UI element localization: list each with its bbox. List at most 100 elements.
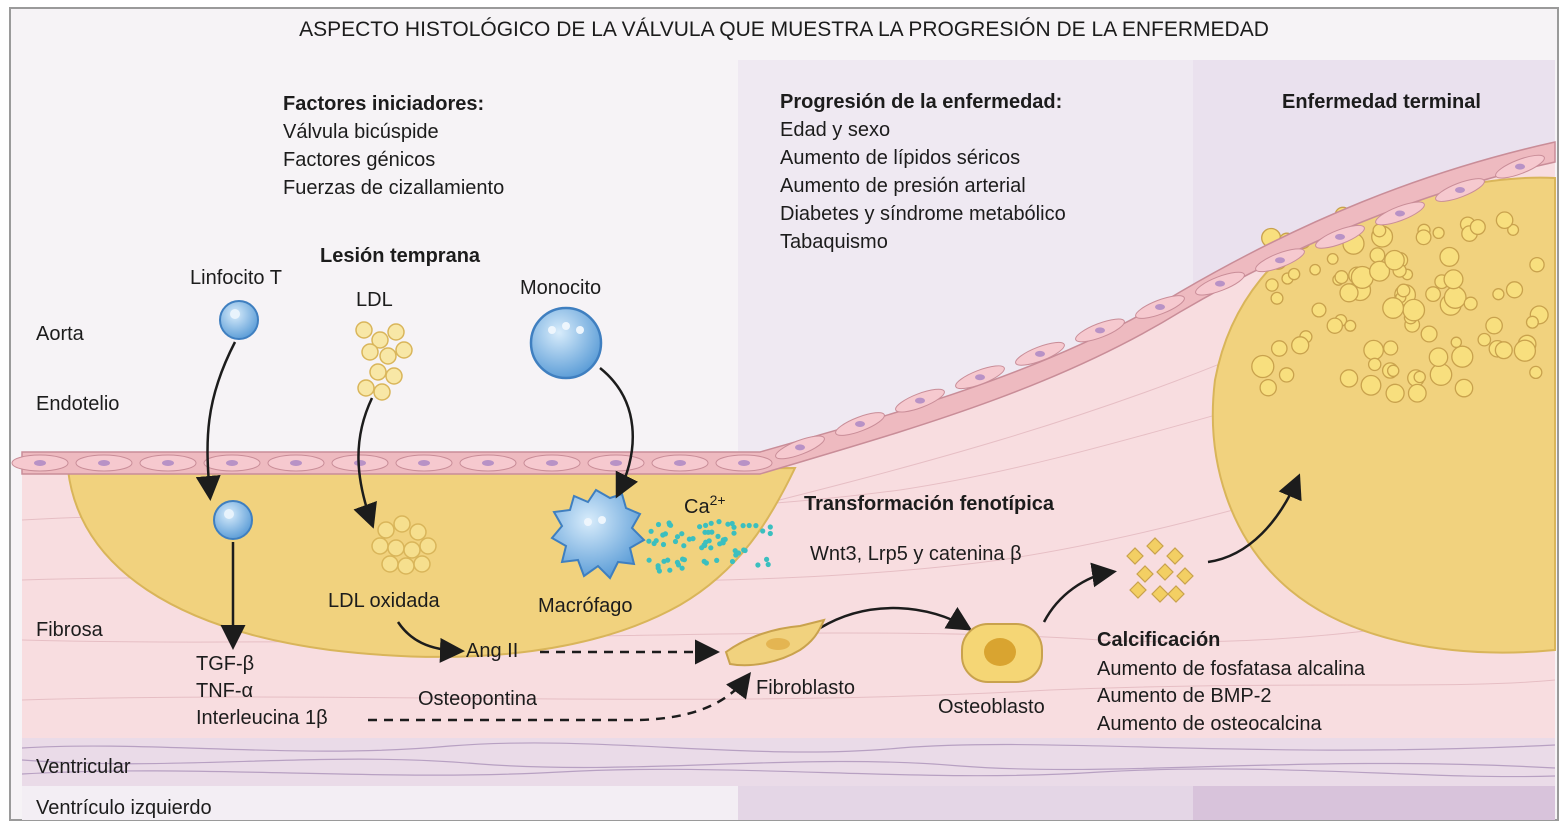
calcium-nodule	[1344, 319, 1357, 332]
oxidized-ldl-label: LDL oxidada	[328, 590, 440, 612]
oxidized-ldl-particle	[371, 537, 389, 555]
calcium-ion	[672, 538, 679, 545]
calcium-nodule	[1383, 340, 1399, 356]
endothelial-nucleus	[610, 460, 622, 466]
calcium-ion	[716, 519, 722, 525]
calcium-ion	[674, 534, 681, 540]
calcium-nodule	[1385, 383, 1405, 403]
ldl-particle	[379, 347, 397, 365]
calcium-ion	[679, 565, 685, 571]
calcium-ion	[753, 523, 759, 529]
calcium-ion	[653, 538, 659, 544]
endothelial-nucleus	[795, 444, 805, 451]
calcification-item: Aumento de fosfatasa alcalina	[1097, 658, 1366, 680]
ldl-particle	[385, 367, 403, 385]
calcium-crystal	[1167, 585, 1185, 603]
ldl-particles	[355, 321, 413, 401]
monocyte-granule	[548, 326, 556, 334]
arrow-ldl-oxidation	[353, 397, 377, 529]
oxidized-ldl-particle	[413, 555, 431, 573]
calcium-nodule	[1265, 278, 1279, 292]
tcell-label: Linfocito T	[190, 267, 282, 289]
ldl-label: LDL	[356, 289, 393, 311]
ventricle-region-right	[1193, 786, 1555, 820]
calcium-nodule	[1382, 297, 1405, 319]
calcium-ion	[706, 538, 712, 544]
calcium-nodule	[1513, 339, 1537, 362]
calcium-nodule	[1407, 383, 1427, 403]
progression-item: Tabaquismo	[780, 231, 888, 253]
calcium-nodule	[1287, 267, 1301, 281]
oxidized-ldl-particle	[381, 555, 399, 573]
oxidized-ldl-particle	[387, 539, 405, 557]
endothelial-nucleus	[1155, 304, 1165, 311]
calcium-ion	[661, 558, 667, 564]
arrow-fibroblast-osteoblast	[819, 606, 973, 631]
endothelial-nucleus	[546, 460, 558, 466]
calcium-nodule	[1429, 363, 1453, 386]
calcium-nodule	[1451, 345, 1474, 368]
calcium-crystal	[1136, 565, 1154, 583]
calcium-ion	[703, 560, 710, 566]
macrophage-granule	[584, 518, 592, 526]
macrophage-label: Macrófago	[538, 595, 633, 617]
calcium-nodule	[1428, 347, 1449, 368]
calcium-ion	[646, 538, 652, 544]
tcell-blood	[219, 300, 259, 340]
calcium-ion	[715, 533, 721, 540]
ldl-particle	[361, 343, 379, 361]
ldl-particle	[369, 363, 387, 381]
endothelial-nucleus	[1455, 187, 1465, 194]
calcium-nodule	[1396, 283, 1411, 298]
label-aorta: Aorta	[36, 323, 85, 345]
calcium-nodule	[1367, 357, 1382, 372]
calcium-crystal	[1176, 567, 1194, 585]
ventricle-region-mid	[738, 786, 1193, 820]
calcium-ion	[714, 557, 720, 564]
initiators-item: Factores génicos	[283, 149, 435, 171]
calcium-nodule	[1251, 354, 1275, 379]
calcium-ion	[660, 541, 667, 548]
monocyte-granule	[562, 322, 570, 330]
oxidized-ldl-particle	[397, 557, 415, 575]
calcium-ion	[729, 558, 736, 565]
calcium-nodule	[1270, 340, 1288, 357]
calcium-ion	[646, 557, 652, 563]
label-ventriculo: Ventrículo izquierdo	[36, 797, 212, 819]
calcium-ion	[764, 556, 770, 563]
calcium-ion	[656, 568, 663, 574]
terminal-heading: Enfermedad terminal	[1282, 91, 1481, 113]
oxidized-ldl-particle	[377, 521, 395, 539]
calcium-nodule	[1529, 256, 1545, 273]
progression-item: Aumento de presión arterial	[780, 175, 1026, 197]
tcell-tissue	[213, 500, 253, 540]
endothelial-nucleus	[34, 460, 46, 466]
calcium-ion	[686, 536, 693, 542]
calcium-ion	[705, 529, 711, 535]
calcium-nodule	[1432, 226, 1445, 240]
endothelial-nucleus	[418, 460, 430, 466]
transformation-subtitle: Wnt3, Lrp5 y catenina β	[810, 543, 1022, 565]
calcium-ion	[662, 531, 669, 537]
oxidized-ldl-particle	[393, 515, 411, 533]
ldl-particle	[355, 321, 373, 339]
calcification-item: Aumento de BMP-2	[1097, 685, 1272, 707]
oxidized-ldl-particle	[403, 541, 421, 559]
calcium-nodule	[1439, 246, 1460, 267]
initiators-item: Válvula bicúspide	[283, 121, 439, 143]
calcium-ion	[755, 562, 761, 568]
endothelial-nucleus	[674, 460, 686, 466]
ldl-particle	[373, 383, 391, 401]
calcium-ion	[740, 523, 746, 529]
calcium-ion	[667, 567, 673, 573]
tcell-tissue-nucleus	[224, 509, 234, 519]
calcium-nodule	[1402, 298, 1426, 322]
endothelial-nucleus	[354, 460, 366, 466]
pathway-arrows	[195, 341, 1302, 722]
transformation-heading: Transformación fenotípica	[804, 493, 1055, 515]
oxidized-ldl-particles	[371, 515, 437, 575]
calcium-ion	[720, 540, 726, 546]
endothelial-nucleus	[162, 460, 174, 466]
calcium-label-charge: 2+	[710, 492, 726, 508]
